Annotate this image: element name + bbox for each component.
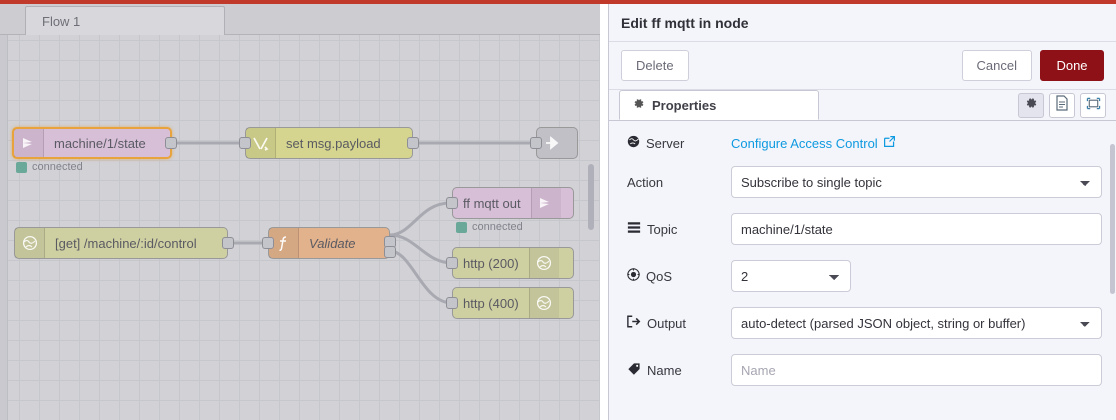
- node-http-response-200[interactable]: http (200): [446, 247, 574, 279]
- gear-icon: [1024, 96, 1038, 115]
- mqtt-out-icon: [530, 188, 561, 218]
- node-debug[interactable]: [530, 127, 578, 159]
- node-change-output-port[interactable]: [407, 137, 419, 149]
- node-mqtt-out-status-text: connected: [472, 221, 523, 233]
- qos-label-group: QoS: [627, 268, 731, 284]
- node-http-response-200-input-port[interactable]: [446, 257, 458, 269]
- document-icon: [1055, 95, 1069, 116]
- form-row-server: Server Configure Access Control: [627, 135, 1102, 151]
- debug-icon: [537, 128, 567, 158]
- mqtt-icon: [14, 129, 44, 157]
- canvas-left-gutter: [0, 35, 8, 420]
- external-link-icon: [883, 135, 896, 151]
- tab-properties[interactable]: Properties: [619, 90, 819, 120]
- panel-title: Edit ff mqtt in node: [609, 4, 1116, 42]
- node-mqtt-out-input-port[interactable]: [446, 197, 458, 209]
- node-mqtt-out-status: connected: [456, 221, 523, 233]
- globe-icon: [528, 288, 559, 318]
- change-icon: [246, 128, 276, 158]
- name-input[interactable]: [731, 354, 1102, 386]
- top-accent-bar: [0, 0, 1116, 4]
- node-http-response-400-label: http (400): [463, 295, 519, 311]
- action-label-group: Action: [627, 175, 731, 190]
- node-change[interactable]: set msg.payload: [239, 127, 419, 159]
- output-label: Output: [647, 315, 687, 331]
- node-change-label: set msg.payload: [286, 135, 381, 151]
- delete-button[interactable]: Delete: [621, 50, 689, 81]
- node-debug-input-port[interactable]: [530, 137, 542, 149]
- node-mqtt-in-output-port[interactable]: [165, 137, 177, 149]
- form-row-action: Action Subscribe to single topic: [627, 166, 1102, 198]
- form-row-topic: Topic: [627, 213, 1102, 245]
- status-dot-icon: [16, 161, 27, 173]
- form-row-qos: QoS 2: [627, 260, 1102, 292]
- flow-canvas[interactable]: machine/1/state connected set msg.payloa…: [0, 35, 600, 420]
- cancel-button[interactable]: Cancel: [961, 50, 1032, 81]
- panel-tab-icon-buttons: [1018, 93, 1106, 118]
- tab-properties-label: Properties: [652, 97, 717, 113]
- properties-icon-button[interactable]: [1018, 93, 1044, 118]
- node-http-response-200-label: http (200): [463, 255, 519, 271]
- node-http-in-output-port[interactable]: [222, 237, 234, 249]
- output-select[interactable]: auto-detect (parsed JSON object, string …: [731, 307, 1102, 339]
- panel-action-bar: Delete Cancel Done: [609, 42, 1116, 90]
- appearance-icon-button[interactable]: [1080, 93, 1106, 118]
- node-mqtt-in-label: machine/1/state: [54, 135, 146, 151]
- function-icon: [269, 228, 299, 258]
- server-label: Server: [646, 135, 685, 151]
- node-mqtt-in-status-text: connected: [32, 161, 83, 173]
- globe-icon: [627, 135, 640, 151]
- node-http-response-400[interactable]: http (400): [446, 287, 574, 319]
- done-button[interactable]: Done: [1040, 50, 1104, 81]
- node-function-validate-label: Validate: [309, 235, 356, 251]
- canvas-scrollbar-thumb[interactable]: [588, 164, 594, 230]
- node-change-input-port[interactable]: [239, 137, 251, 149]
- tag-icon: [627, 362, 641, 379]
- flow-tab-flow-1[interactable]: Flow 1: [25, 6, 225, 35]
- server-label-group: Server: [627, 135, 731, 151]
- name-label: Name: [647, 362, 682, 378]
- flow-workspace: Flow 1: [0, 4, 600, 420]
- form-row-name: Name: [627, 354, 1102, 386]
- panel-scrollbar-thumb[interactable]: [1110, 144, 1115, 294]
- action-label: Action: [627, 174, 664, 190]
- sign-out-icon: [627, 315, 641, 331]
- node-function-output-port-2[interactable]: [384, 246, 396, 258]
- bullseye-icon: [627, 268, 640, 284]
- node-http-in-label: [get] /machine/:id/control: [55, 235, 197, 251]
- panel-tabs: Properties: [609, 90, 1116, 121]
- node-edit-panel: Edit ff mqtt in node Delete Cancel Done …: [608, 4, 1116, 420]
- qos-select[interactable]: 2: [731, 260, 851, 292]
- topic-label: Topic: [647, 221, 678, 237]
- list-icon: [627, 221, 641, 237]
- qos-label: QoS: [646, 268, 673, 284]
- configure-access-control-link[interactable]: Configure Access Control: [731, 135, 896, 151]
- node-properties-form: Server Configure Access Control Action S…: [609, 121, 1116, 386]
- node-http-in[interactable]: [get] /machine/:id/control: [14, 227, 234, 259]
- status-dot-icon: [456, 221, 467, 233]
- node-function-input-port[interactable]: [262, 237, 274, 249]
- configure-access-control-text: Configure Access Control: [731, 135, 878, 151]
- description-icon-button[interactable]: [1049, 93, 1075, 118]
- flow-tab-bar: Flow 1: [0, 4, 600, 35]
- name-label-group: Name: [627, 362, 731, 379]
- appearance-icon: [1086, 96, 1101, 116]
- gear-icon: [632, 97, 645, 113]
- node-function-validate[interactable]: Validate: [262, 227, 396, 259]
- node-mqtt-in[interactable]: machine/1/state: [12, 127, 177, 159]
- action-select[interactable]: Subscribe to single topic: [731, 166, 1102, 198]
- form-row-output: Output auto-detect (parsed JSON object, …: [627, 307, 1102, 339]
- output-label-group: Output: [627, 315, 731, 331]
- globe-icon: [15, 228, 45, 258]
- globe-icon: [528, 248, 559, 278]
- topic-input[interactable]: [731, 213, 1102, 245]
- node-http-response-400-input-port[interactable]: [446, 297, 458, 309]
- node-mqtt-out[interactable]: ff mqtt out: [446, 187, 574, 219]
- topic-label-group: Topic: [627, 221, 731, 237]
- flow-tab-label: Flow 1: [42, 13, 81, 29]
- node-mqtt-out-label: ff mqtt out: [463, 195, 521, 211]
- node-mqtt-in-status: connected: [16, 161, 83, 173]
